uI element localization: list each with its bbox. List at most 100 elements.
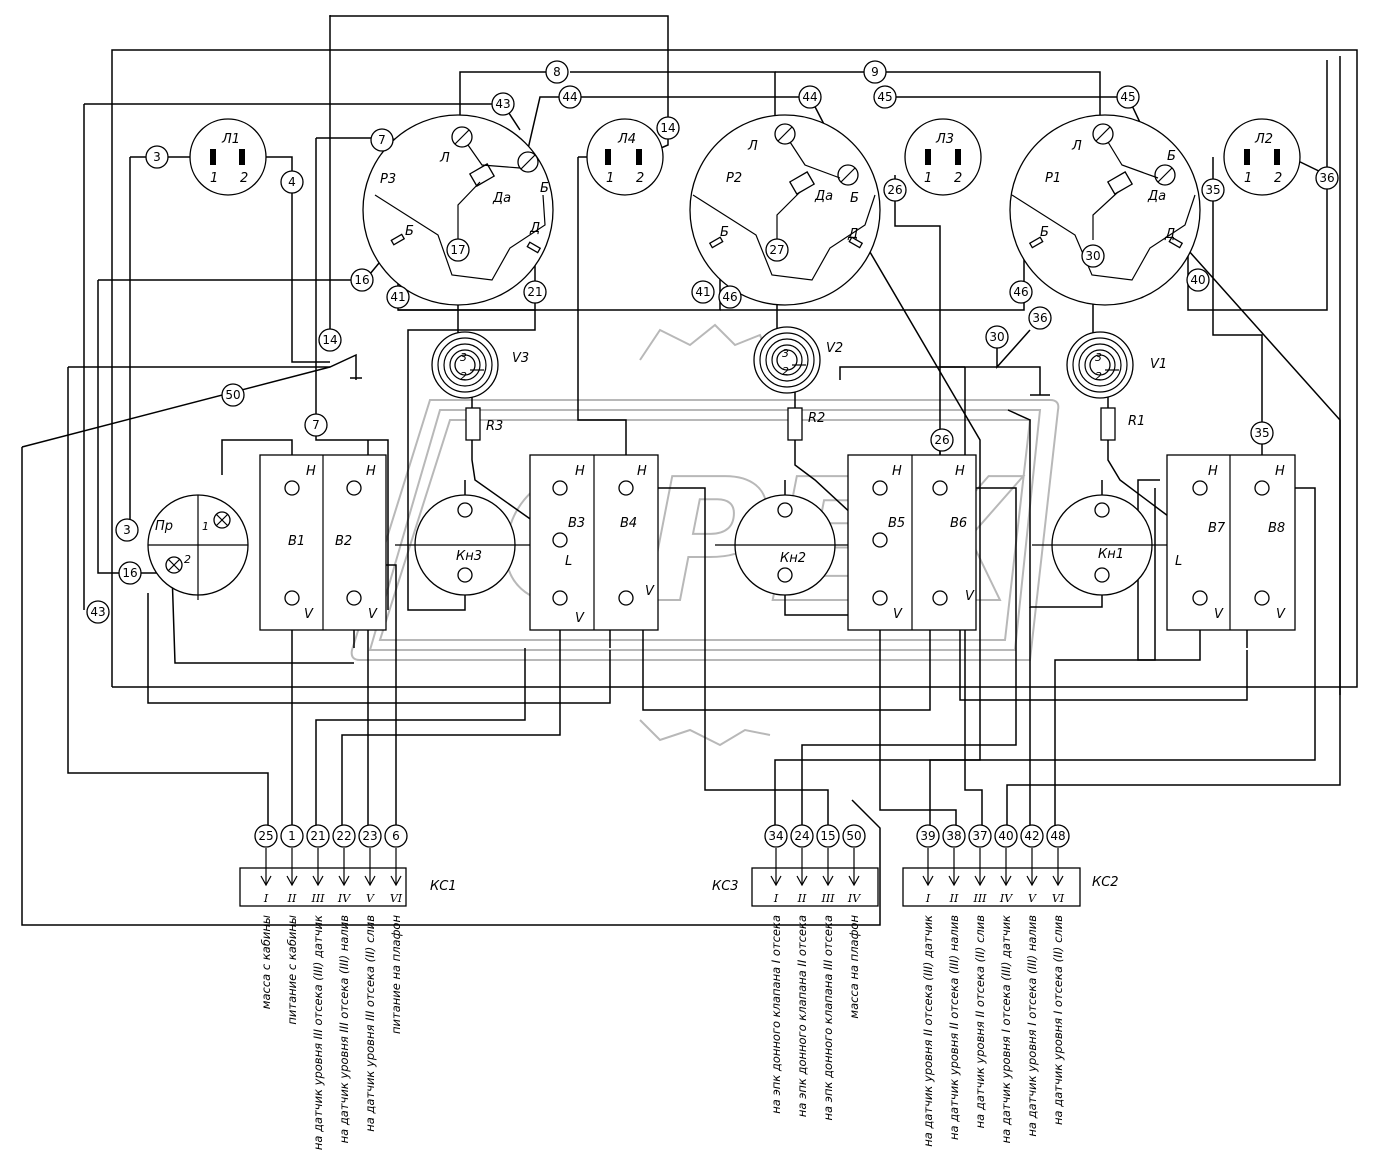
svg-text:В4: В4 [620,516,637,531]
svg-text:2: 2 [1095,370,1102,383]
svg-text:Б: Б [850,191,859,206]
wire-number-text: 14 [660,121,675,135]
wire-number: 44 [558,85,582,109]
wire-number-text: 26 [934,433,949,447]
switch-kn1: Кн1 [1032,494,1172,596]
wire-number: 45 [1116,85,1140,109]
wire-number-text: 34 [768,829,783,843]
connector-contact-number: VI [1052,892,1065,905]
connector-contact-number: III [972,892,987,905]
resistor-r3: R3 [465,407,503,441]
svg-text:3: 3 [460,351,467,364]
connector-contact-number: II [287,892,297,905]
wire-number: 23 [358,824,382,848]
svg-text:Н: Н [1275,464,1285,479]
connector-note: на датчик уровня II отсека (II) слив [973,915,987,1129]
wire-number-text: 44 [802,90,817,104]
svg-text:3: 3 [1095,351,1102,364]
svg-text:Р2: Р2 [726,171,742,186]
wire-number-text: 44 [562,90,577,104]
switch-kn3: Кн3 [395,494,535,596]
svg-text:V2: V2 [826,341,843,356]
svg-text:2: 2 [954,171,962,186]
svg-text:Кн2: Кн2 [780,551,806,566]
wire-number: 7 [370,128,394,152]
connector-note: на датчик уровня III отсека (III) налив [337,915,351,1144]
wire-number: 46 [1009,280,1033,304]
wire-number: 48 [1046,824,1070,848]
connector-note: на датчик уровня III отсека (III) датчик [311,915,325,1150]
wire-number-text: 14 [322,333,337,347]
svg-text:V: V [965,589,975,604]
wire-number-text: 4 [288,175,296,189]
svg-text:В2: В2 [335,534,352,549]
wire-number-text: 15 [820,829,835,843]
wire-number: 46 [718,285,742,309]
svg-text:V1: V1 [1150,357,1167,372]
wire-number-text: 3 [153,150,161,164]
wire-number-text: 40 [1190,273,1205,287]
svg-text:В7: В7 [1208,521,1226,536]
svg-text:V: V [1214,607,1224,622]
gauge-r2: Р2 Л Б Да Б Д [689,114,881,306]
wire-number-text: 7 [312,418,320,432]
svg-text:Н: Н [892,464,902,479]
gauge-r3: Р3 Л Б Да Б Д [362,114,554,306]
wire-number: 7 [304,413,328,437]
lamp-l4: Л4 1 2 [586,118,664,196]
connector-contact-number: II [797,892,807,905]
connector-contact-number: V [366,892,375,905]
svg-text:Л2: Л2 [1254,132,1273,147]
wire-number-text: 23 [362,829,377,843]
lamp-l2: Л2 1 2 [1223,118,1301,196]
wire-number: 39 [916,824,940,848]
svg-text:V: V [368,607,378,622]
svg-text:3: 3 [782,347,789,360]
svg-text:R1: R1 [1128,414,1145,429]
connector-note: на датчик уровня II отсека (III) датчик [921,915,935,1147]
svg-text:2: 2 [240,171,248,186]
svg-text:КС3: КС3 [712,879,739,894]
svg-text:2: 2 [782,365,789,378]
connector-ks2: КС2 [902,867,1119,907]
wire-number-text: 26 [887,183,902,197]
svg-text:Пр: Пр [155,519,173,534]
wire-number-text: 40 [998,829,1013,843]
svg-text:Д: Д [847,227,858,242]
wire-number: 3 [145,145,169,169]
svg-text:2: 2 [460,370,467,383]
wire-number: 37 [968,824,992,848]
svg-text:Р1: Р1 [1045,171,1061,186]
connector-note: на датчик уровня I отсека (III) налив [1025,915,1039,1137]
wire-number: 3 [115,518,139,542]
coil-v1: 3 2 V1 [1066,331,1167,399]
wire-number: 38 [942,824,966,848]
svg-text:В5: В5 [888,516,905,531]
wire-number: 14 [656,116,680,140]
coil-v2: 3 2 V2 [753,326,843,394]
wire-number: 43 [491,92,515,116]
svg-text:Н: Н [575,464,585,479]
wire-number-text: 16 [354,273,369,287]
svg-text:Б: Б [1167,149,1176,164]
svg-text:Л4: Л4 [617,132,636,147]
svg-text:2: 2 [184,553,191,566]
connector-contact-number: III [820,892,835,905]
svg-text:Да: Да [1147,189,1166,204]
wire-number-text: 21 [310,829,325,843]
wire-number-text: 36 [1032,311,1047,325]
connector-note: на датчик уровня I отсека (III) датчик [999,915,1013,1143]
wire-number-text: 37 [972,829,987,843]
wire-number-text: 45 [877,90,892,104]
svg-text:V: V [1276,607,1286,622]
wire-number: 45 [873,85,897,109]
wire-number: 42 [1020,824,1044,848]
wire-number-text: 25 [258,829,273,843]
connector-note: на датчик уровня II отсека (III) налив [947,915,961,1140]
wire-number-text: 35 [1205,183,1220,197]
svg-text:Б: Б [405,224,414,239]
switch-block-b5-b6: Н Н В5 В6 V V [847,454,977,631]
switch-block-b3-b4: Н Н В3 В4 L V V [529,454,659,631]
svg-text:Н: Н [1208,464,1218,479]
